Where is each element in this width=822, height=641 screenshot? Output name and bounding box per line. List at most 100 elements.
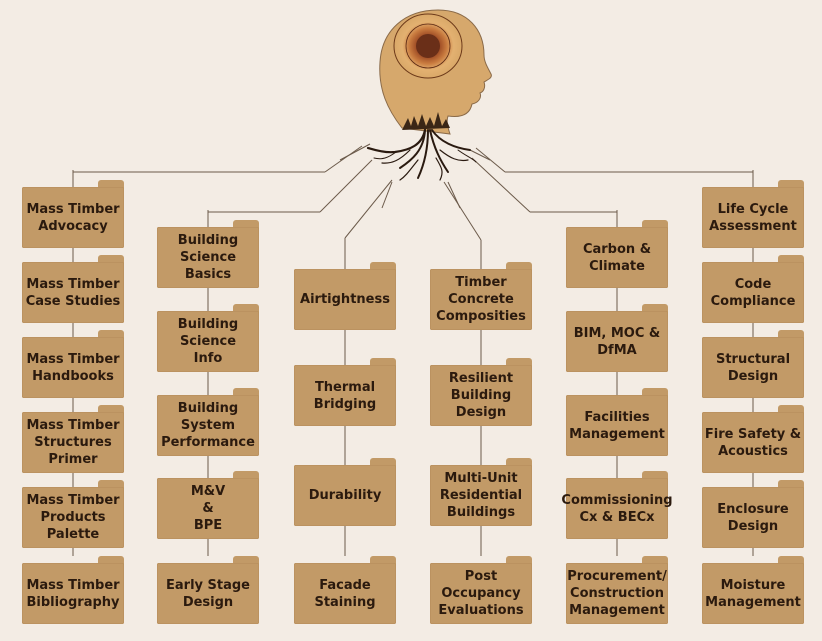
folder-label: Airtightness bbox=[300, 292, 390, 307]
topic-folder[interactable]: Thermal Bridging bbox=[294, 358, 396, 426]
folder-tab bbox=[233, 471, 259, 481]
topic-folder[interactable]: Early Stage Design bbox=[157, 556, 259, 624]
folder-label: Thermal Bridging bbox=[313, 379, 377, 412]
topic-folder[interactable]: Building Science Basics bbox=[157, 220, 259, 288]
topic-folder[interactable]: Enclosure Design bbox=[702, 480, 804, 548]
folder-body bbox=[157, 563, 259, 624]
folder-tab bbox=[778, 180, 804, 190]
folder-body bbox=[566, 478, 668, 539]
folder-body bbox=[294, 465, 396, 526]
topic-folder[interactable]: Multi-Unit Residential Buildings bbox=[430, 458, 532, 526]
folder-label: Mass Timber Handbooks bbox=[26, 351, 120, 384]
topic-folder[interactable]: Moisture Management bbox=[702, 556, 804, 624]
folder-tab bbox=[98, 556, 124, 566]
connector-line bbox=[381, 181, 393, 209]
folder-tab bbox=[98, 330, 124, 340]
folder-body bbox=[22, 487, 124, 548]
folder-tab bbox=[506, 556, 532, 566]
topic-folder[interactable]: Procurement/ Construction Management bbox=[566, 556, 668, 624]
folder-body bbox=[702, 487, 804, 548]
topic-folder[interactable]: Mass Timber Bibliography bbox=[22, 556, 124, 624]
topic-folder[interactable]: Mass Timber Advocacy bbox=[22, 180, 124, 248]
topic-folder[interactable]: Mass Timber Case Studies bbox=[22, 255, 124, 323]
connector-line bbox=[475, 147, 506, 173]
folder-body bbox=[294, 563, 396, 624]
topic-folder[interactable]: Airtightness bbox=[294, 262, 396, 330]
topic-folder[interactable]: Facade Staining bbox=[294, 556, 396, 624]
folder-label: Building Science Basics bbox=[177, 233, 239, 282]
folder-label: Enclosure Design bbox=[717, 501, 789, 534]
folder-body bbox=[702, 187, 804, 248]
folder-label: Structural Design bbox=[715, 351, 791, 384]
topic-folder[interactable]: Carbon & Climate bbox=[566, 220, 668, 288]
connector-line bbox=[339, 143, 371, 161]
folder-body bbox=[566, 395, 668, 456]
connector-line bbox=[324, 145, 363, 173]
folder-body bbox=[430, 269, 532, 330]
folder-body bbox=[22, 187, 124, 248]
folder-label: Life Cycle Assessment bbox=[709, 201, 797, 234]
folder-label: Mass Timber Case Studies bbox=[25, 276, 121, 309]
folder-label: Building System Performance bbox=[161, 401, 255, 450]
folder-label: Mass Timber Structures Primer bbox=[26, 418, 120, 467]
topic-folder[interactable]: Durability bbox=[294, 458, 396, 526]
topic-folder[interactable]: Commissioning Cx & BECx bbox=[561, 471, 673, 539]
folder-label: Post Occupancy Evaluations bbox=[438, 569, 524, 618]
folder-label: Timber Concrete Composities bbox=[436, 275, 526, 324]
topic-folder[interactable]: Mass Timber Structures Primer bbox=[22, 405, 124, 473]
folder-label: Carbon & Climate bbox=[582, 241, 652, 274]
folder-tab bbox=[506, 358, 532, 368]
folder-body bbox=[566, 227, 668, 288]
topic-folder[interactable]: Mass Timber Handbooks bbox=[22, 330, 124, 398]
folder-label: Mass Timber Advocacy bbox=[26, 201, 120, 234]
folder-tab bbox=[642, 556, 668, 566]
folder-tab bbox=[370, 262, 396, 272]
topic-folder[interactable]: Building System Performance bbox=[157, 388, 259, 456]
topic-folder[interactable]: M&V & BPE bbox=[157, 471, 259, 539]
folder-label: Multi-Unit Residential Buildings bbox=[439, 471, 523, 520]
topic-folder[interactable]: Resilient Building Design bbox=[430, 358, 532, 426]
folder-body bbox=[22, 563, 124, 624]
topic-folder[interactable]: Code Compliance bbox=[702, 255, 804, 323]
folder-label: Building Science Info bbox=[177, 317, 239, 366]
folder-tab bbox=[370, 556, 396, 566]
topic-folder[interactable]: Fire Safety & Acoustics bbox=[702, 405, 804, 473]
folder-tab bbox=[642, 304, 668, 314]
connector-line bbox=[471, 157, 531, 213]
folder-body bbox=[430, 365, 532, 426]
folder-tab bbox=[778, 330, 804, 340]
folder-tab bbox=[642, 388, 668, 398]
folder-body bbox=[22, 412, 124, 473]
topic-folder[interactable]: Mass Timber Products Palette bbox=[22, 480, 124, 548]
folder-label: BIM, MOC & DfMA bbox=[573, 325, 661, 358]
folder-label: Mass Timber Products Palette bbox=[26, 493, 120, 542]
folder-body bbox=[702, 412, 804, 473]
folder-label: Mass Timber Bibliography bbox=[26, 577, 120, 610]
folder-body bbox=[702, 337, 804, 398]
folder-body bbox=[294, 365, 396, 426]
topic-folder[interactable]: BIM, MOC & DfMA bbox=[566, 304, 668, 372]
topic-folder[interactable]: Life Cycle Assessment bbox=[702, 180, 804, 248]
folder-body bbox=[566, 563, 668, 624]
folder-body bbox=[157, 395, 259, 456]
folder-label: M&V & BPE bbox=[190, 484, 226, 533]
folder-body bbox=[294, 269, 396, 330]
topic-folder[interactable]: Structural Design bbox=[702, 330, 804, 398]
folder-tab bbox=[233, 304, 259, 314]
folder-tab bbox=[642, 471, 668, 481]
folder-tab bbox=[506, 262, 532, 272]
folder-body bbox=[22, 262, 124, 323]
topic-folder[interactable]: Post Occupancy Evaluations bbox=[430, 556, 532, 624]
topic-folder[interactable]: Facilities Management bbox=[566, 388, 668, 456]
folder-label: Moisture Management bbox=[705, 577, 801, 610]
folder-label: Commissioning Cx & BECx bbox=[561, 492, 673, 525]
folder-tab bbox=[778, 255, 804, 265]
folder-label: Early Stage Design bbox=[166, 577, 250, 610]
folder-body bbox=[157, 227, 259, 288]
folder-tab bbox=[98, 180, 124, 190]
topic-folder[interactable]: Building Science Info bbox=[157, 304, 259, 372]
connector-line bbox=[344, 179, 393, 239]
topic-folder[interactable]: Timber Concrete Composities bbox=[430, 262, 532, 330]
folder-body bbox=[702, 563, 804, 624]
folder-body bbox=[430, 465, 532, 526]
